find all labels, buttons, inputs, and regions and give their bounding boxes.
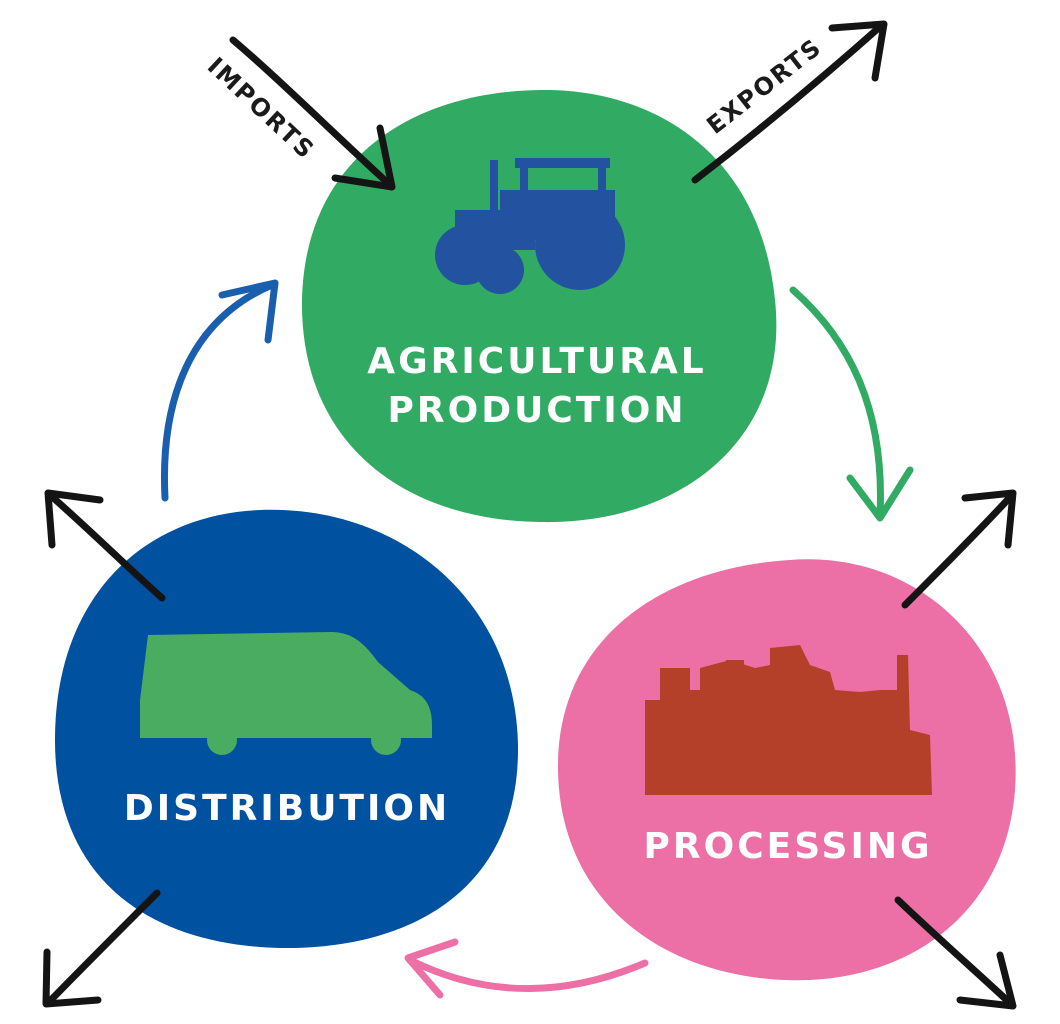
processing-label: PROCESSING	[643, 826, 932, 867]
processing-out-arrow-bottom	[894, 896, 1017, 1010]
processing-node: PROCESSING	[557, 559, 1016, 981]
agricultural-label-line1: AGRICULTURAL	[367, 341, 706, 382]
agricultural-production-node: AGRICULTURAL PRODUCTION	[301, 89, 777, 523]
agricultural-production-circle	[301, 89, 777, 523]
tractor-icon	[435, 158, 625, 294]
imports-arrow: IMPORTS	[202, 36, 396, 191]
factory-icon	[645, 645, 932, 795]
green-cycle-arrow	[789, 286, 914, 522]
distribution-label: DISTRIBUTION	[124, 788, 450, 829]
distribution-node: DISTRIBUTION	[55, 509, 519, 949]
exports-arrow: EXPORTS	[691, 20, 888, 184]
blue-cycle-arrow	[160, 279, 279, 502]
agricultural-label-line2: PRODUCTION	[388, 390, 687, 431]
van-icon	[140, 632, 432, 755]
distribution-out-arrow-top	[44, 489, 166, 602]
distribution-out-arrow-bottom	[42, 889, 161, 1008]
pink-cycle-arrow	[404, 938, 649, 999]
processing-out-arrow-top	[901, 489, 1017, 609]
